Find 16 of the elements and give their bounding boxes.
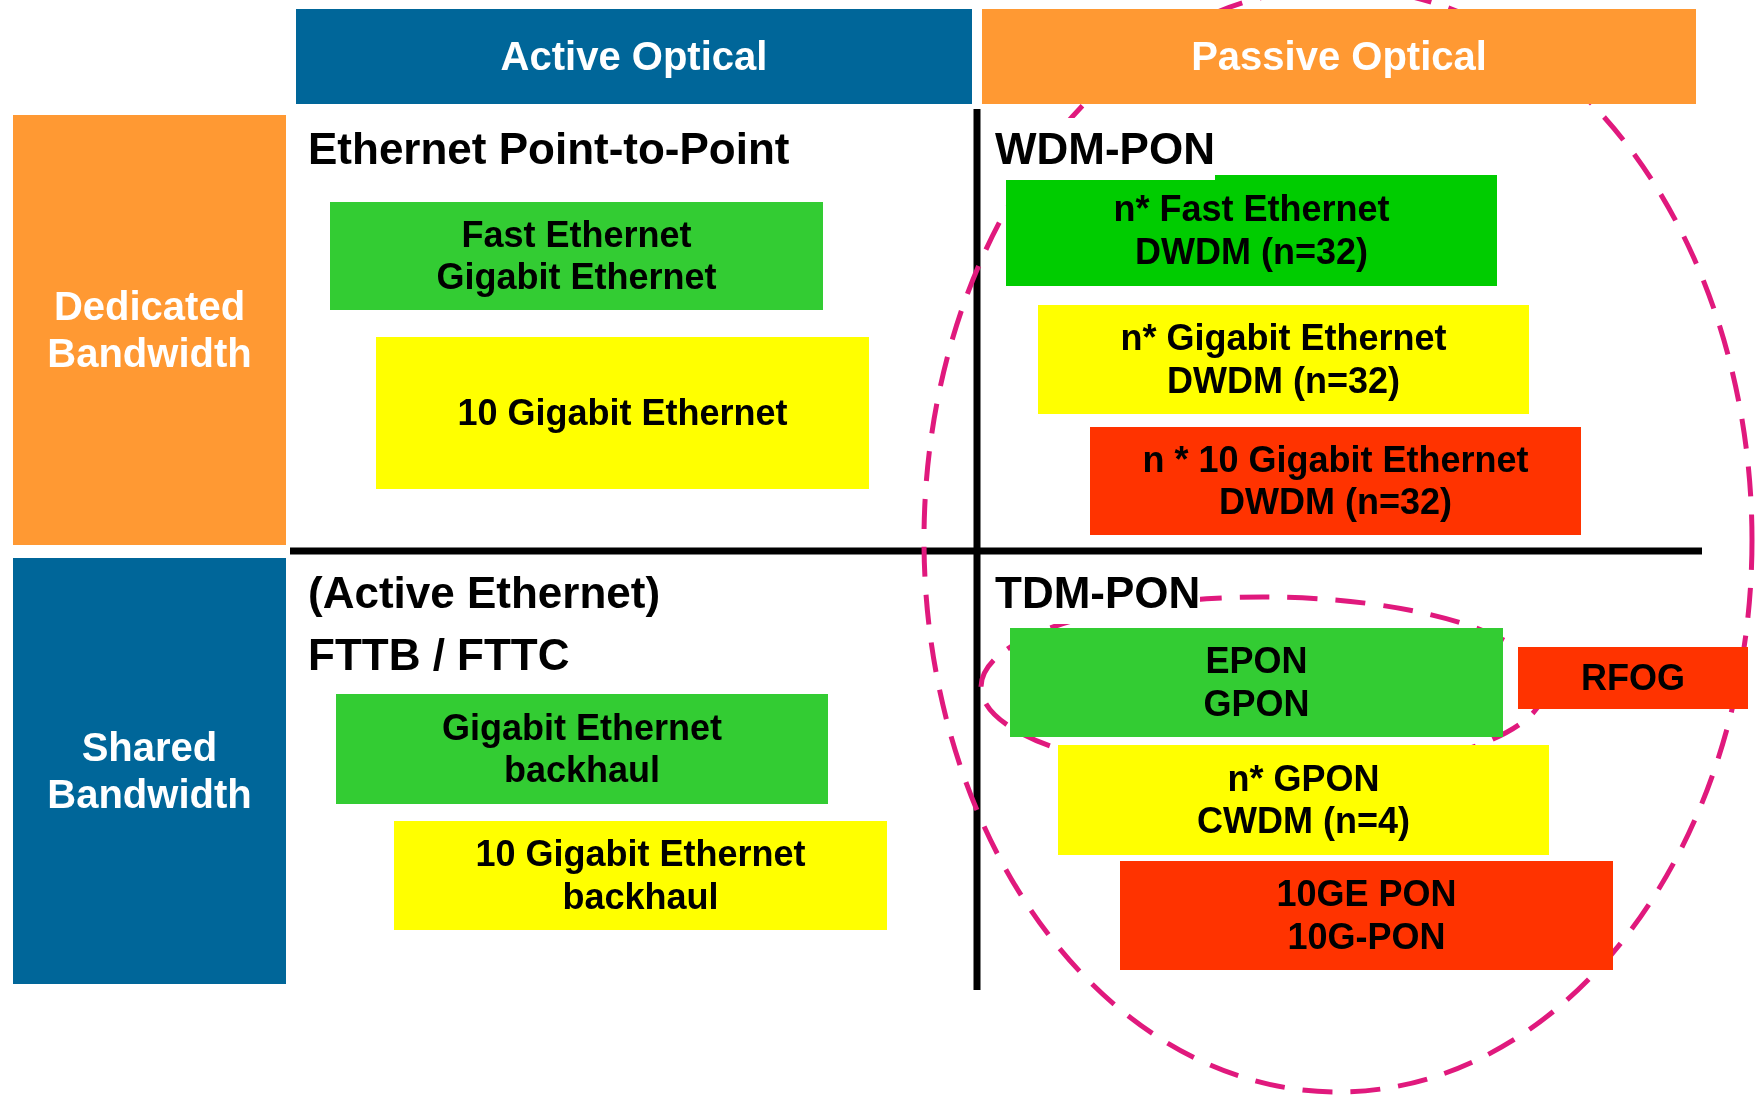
technology-box: 10 Gigabit Ethernet backhaul [394, 821, 887, 930]
technology-box: n* Gigabit Ethernet DWDM (n=32) [1038, 305, 1529, 414]
technology-box: Gigabit Ethernet backhaul [336, 694, 828, 804]
section-heading: WDM-PON [995, 118, 1215, 180]
technology-box: 10 Gigabit Ethernet [376, 337, 869, 489]
technology-box: 10GE PON 10G-PON [1120, 861, 1613, 970]
technology-box: RFOG [1518, 647, 1748, 709]
column-header: Active Optical [296, 9, 972, 104]
technology-box: n* GPON CWDM (n=4) [1058, 745, 1549, 855]
row-header: Dedicated Bandwidth [13, 115, 286, 545]
column-header: Passive Optical [982, 9, 1696, 104]
technology-box: n * 10 Gigabit Ethernet DWDM (n=32) [1090, 427, 1581, 535]
technology-box: EPON GPON [1010, 628, 1503, 737]
technology-box: n* Fast Ethernet DWDM (n=32) [1006, 175, 1497, 286]
row-header: Shared Bandwidth [13, 558, 286, 984]
technology-box: Fast Ethernet Gigabit Ethernet [330, 202, 823, 310]
